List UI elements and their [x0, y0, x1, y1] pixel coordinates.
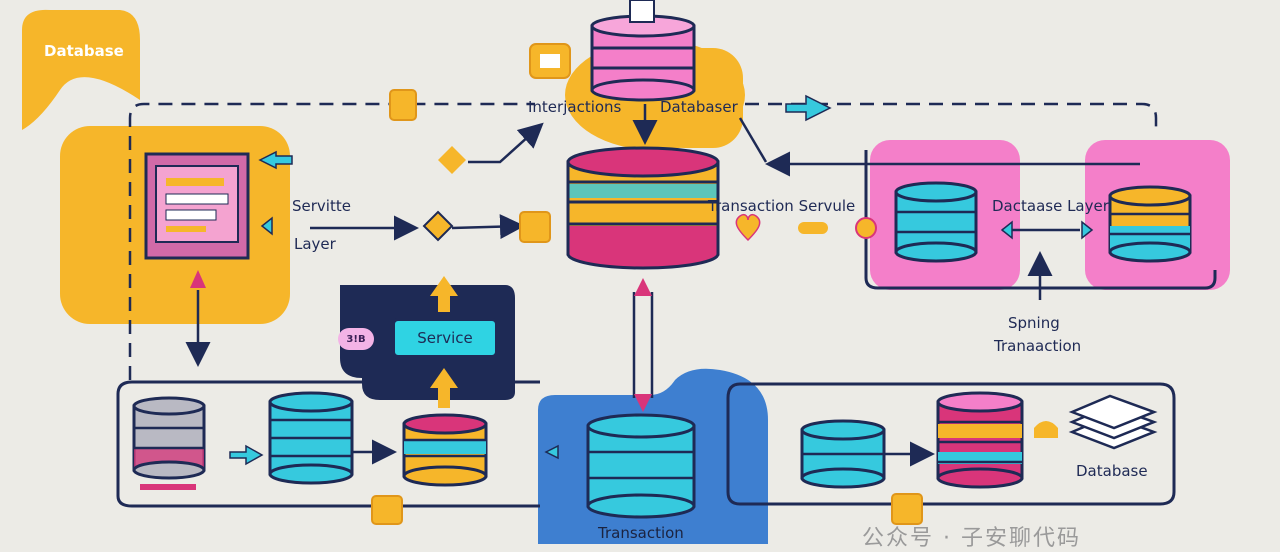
- pink-arrow-up-left: [190, 270, 206, 288]
- label-database-bottom-right: Database: [1076, 462, 1148, 480]
- bottom-frame-left: [116, 380, 540, 508]
- pink-arrow-up-center: [634, 278, 652, 296]
- diamond-icon-center: [422, 210, 454, 242]
- pink-arrow-down-center: [634, 394, 652, 412]
- package-icon-small: [371, 43, 923, 525]
- database-icon-bottom-gray: [132, 396, 206, 480]
- label-spring-2: Tranaaction: [994, 337, 1082, 355]
- right-frame-outline: [864, 150, 1217, 290]
- dashed-frame-top: [128, 102, 1158, 380]
- database-icon-right-1: [894, 181, 978, 263]
- document-icon-top: [629, 0, 655, 23]
- yellow-arrow-up-db: [430, 368, 458, 408]
- monitor-icon-left: [144, 152, 250, 260]
- cyan-arrows: [229, 94, 1094, 466]
- yellow-blob-top-left: [22, 9, 140, 131]
- database-icon-bottom-cyan-1: [268, 391, 354, 485]
- pink-bar-under-db: [140, 484, 196, 490]
- diamond-icon-top: [438, 146, 466, 174]
- duck-icon-bottom-right: [1034, 421, 1058, 438]
- database-icon-bottom-right-stack: [936, 391, 1024, 489]
- watermark-text: 公众号 · 子安聊代码: [862, 526, 1081, 551]
- label-transaction-service: Transaction Servule: [708, 197, 856, 215]
- dot-icon-orange: [855, 217, 877, 239]
- connector-lines: [185, 104, 1140, 467]
- database-icon-center: [566, 146, 720, 270]
- database-icon-bottom-center: [586, 413, 696, 519]
- label-service-layer-2: Layer: [294, 235, 336, 253]
- label-transaction-bottom: Transaction: [598, 524, 684, 542]
- label-spring-1: Spning: [1008, 314, 1060, 332]
- service-button[interactable]: Service: [392, 318, 498, 358]
- service-badge: 3!B: [338, 328, 374, 350]
- layers-icon-bottom-right: [1068, 394, 1158, 450]
- database-icon-bottom-right-cyan: [800, 419, 886, 489]
- label-database-layer: Dactaase Layer: [992, 197, 1109, 215]
- heart-icon: [735, 213, 761, 242]
- database-icon-top-pink: [590, 14, 696, 102]
- label-database-top-mid: Databaser: [660, 98, 738, 116]
- yellow-arrow-up-service: [430, 276, 458, 312]
- label-service-layer-1: Servitte: [292, 197, 351, 215]
- bottom-frame-right: [726, 382, 1176, 506]
- label-interactions: Interjactions: [528, 98, 622, 116]
- label-chip-small: [798, 222, 828, 234]
- database-icon-bottom-multicolor: [402, 413, 488, 487]
- label-database-top-left: Database: [44, 42, 124, 60]
- database-icon-right-2: [1108, 185, 1192, 263]
